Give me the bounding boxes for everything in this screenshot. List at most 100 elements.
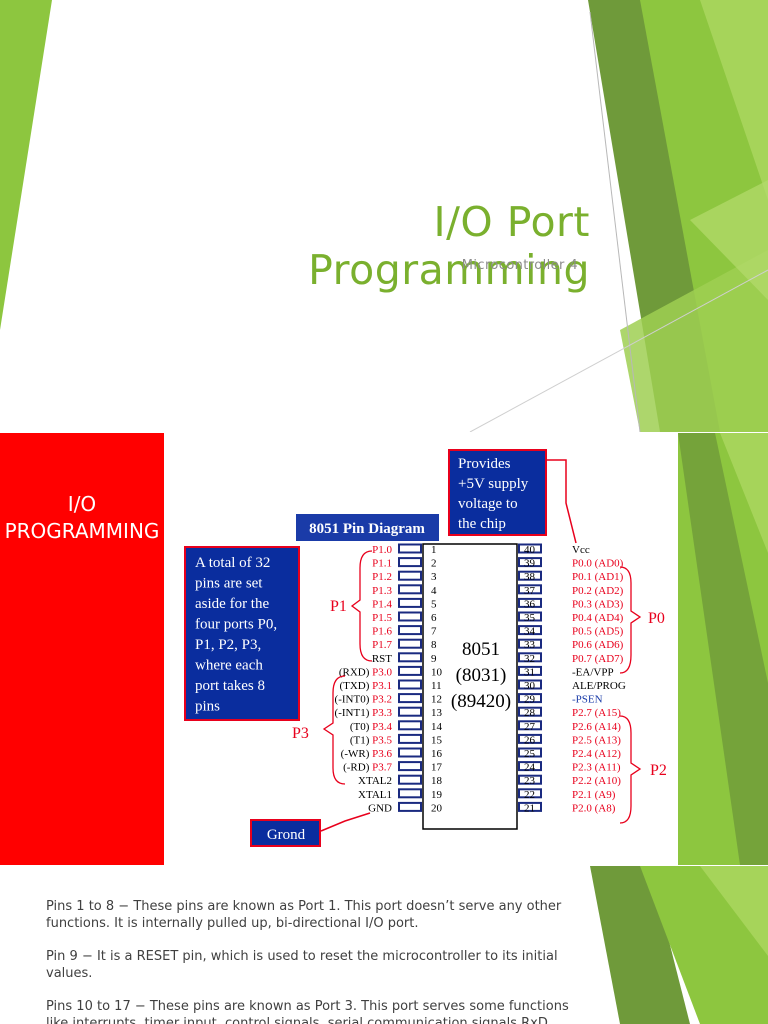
gnd-callout-connector (320, 812, 371, 832)
pin-label: -PSEN (572, 694, 603, 706)
port-label-p2: P2 (650, 762, 667, 779)
pin-stub (398, 733, 422, 744)
pin-number: 1 (431, 544, 437, 556)
green-facet-decoration (590, 866, 768, 1024)
pin-number: 19 (431, 789, 443, 801)
pin-number: 17 (431, 762, 443, 774)
pin-stub (518, 774, 542, 785)
p3-bracket (322, 675, 346, 785)
pin-label: P1.6 (372, 626, 392, 638)
pin-number: 11 (431, 680, 442, 692)
pin-stub (518, 570, 542, 581)
vcc-callout-connector (547, 459, 577, 544)
pin-stub (398, 638, 422, 649)
pin-stub (518, 611, 542, 622)
pin-label: P1.7 (372, 639, 392, 651)
pin-stub (398, 747, 422, 758)
pin-stub (518, 584, 542, 595)
pin-stub (398, 597, 422, 608)
pin-label: P0.2 (AD2) (572, 585, 624, 597)
pin-label: P0.0 (AD0) (572, 558, 624, 570)
pin-label: P2.0 (A8) (572, 802, 616, 814)
pin-stub (518, 733, 542, 744)
pin-stub (398, 584, 422, 595)
pin-number: 24 (524, 762, 536, 774)
diagram-title-box (296, 514, 439, 541)
pin-number: 14 (431, 721, 443, 733)
pin-number: 4 (431, 585, 437, 597)
port-label-p0: P0 (648, 610, 665, 627)
pin-number: 37 (524, 585, 536, 597)
pin-stub (398, 652, 422, 663)
pin-label: (-INT0) P3.2 (335, 694, 392, 706)
page-title: I/O Port Programming (308, 198, 590, 294)
pin-stub (518, 557, 542, 568)
pin-stub (398, 693, 422, 704)
pin-number: 5 (431, 598, 437, 610)
pin-stub (398, 557, 422, 568)
pin-number: 28 (524, 707, 536, 719)
pin-label: -EA/VPP (572, 666, 614, 678)
pin-number: 29 (524, 694, 536, 706)
pin-label: P2.6 (A14) (572, 721, 621, 733)
ports-callout-line: A total of 32 (195, 555, 270, 571)
pin-label: (-WR) P3.6 (341, 748, 393, 760)
gnd-callout-box (250, 819, 321, 847)
pin-label: P0.4 (AD4) (572, 612, 624, 624)
p0-bracket (619, 566, 642, 674)
ports-callout-line: port takes 8 (195, 678, 265, 694)
pin-label: GND (368, 802, 392, 814)
pin-stub (518, 788, 542, 799)
pin-stub (518, 597, 542, 608)
p2-bracket (619, 715, 642, 824)
pin-number: 23 (524, 775, 536, 787)
pin-number: 7 (431, 626, 437, 638)
pin-stub (518, 625, 542, 636)
port-label-p1: P1 (330, 598, 347, 615)
pin-stub (518, 706, 542, 717)
pin-number: 30 (524, 680, 536, 692)
pin-label: P1.5 (372, 612, 392, 624)
ports-callout-line: P1, P2, P3, (195, 637, 261, 653)
pin-stub (398, 611, 422, 622)
paragraph: Pin 9 − It is a RESET pin, which is used… (46, 949, 558, 981)
pin-number: 21 (524, 802, 535, 814)
vcc-callout-line: Provides (458, 456, 511, 472)
pin-stub (518, 638, 542, 649)
pin-label: (-INT1) P3.3 (335, 707, 393, 719)
paragraph: Pins 10 to 17 − These pins are known as … (46, 999, 569, 1024)
chip-body (422, 543, 518, 830)
pin-number: 38 (524, 571, 536, 583)
pin-number: 22 (524, 789, 535, 801)
ports-callout-line: aside for the (195, 596, 269, 612)
pin-stub (398, 706, 422, 717)
pin-label: P0.6 (AD6) (572, 639, 624, 651)
pin-stub (518, 801, 542, 812)
right-green-decoration (678, 433, 768, 865)
pin-number: 20 (431, 802, 443, 814)
chip-line: 8051 (462, 639, 500, 660)
pin-label: P0.3 (AD3) (572, 598, 624, 610)
title-slide: I/O Port Programming Microcontroller 4 (0, 0, 768, 432)
pin-stub (398, 761, 422, 772)
pin-number: 36 (524, 598, 536, 610)
pin-label: P0.7 (AD7) (572, 653, 624, 665)
pin-stub (518, 720, 542, 731)
pin-stub (398, 774, 422, 785)
pin-stub (398, 570, 422, 581)
pin-number: 25 (524, 748, 536, 760)
pin-stub (518, 747, 542, 758)
pin-number: 40 (524, 544, 536, 556)
pin-label: (T0) P3.4 (350, 721, 393, 733)
pin-label: P0.5 (AD5) (572, 626, 624, 638)
pin-label: P2.2 (A10) (572, 775, 621, 787)
pin-label: P1.4 (372, 598, 392, 610)
pin-number: 13 (431, 707, 443, 719)
paragraph: Pins 1 to 8 − These pins are known as Po… (46, 899, 562, 931)
pin-number: 31 (524, 666, 535, 678)
pin-number: 3 (431, 571, 437, 583)
pin-diagram: 8051 Pin Diagram 8051 (8031) (89420) 1P1… (184, 449, 667, 847)
pin-label: P2.3 (A11) (572, 762, 621, 774)
p1-bracket (350, 550, 373, 662)
pin-stub (518, 679, 542, 690)
